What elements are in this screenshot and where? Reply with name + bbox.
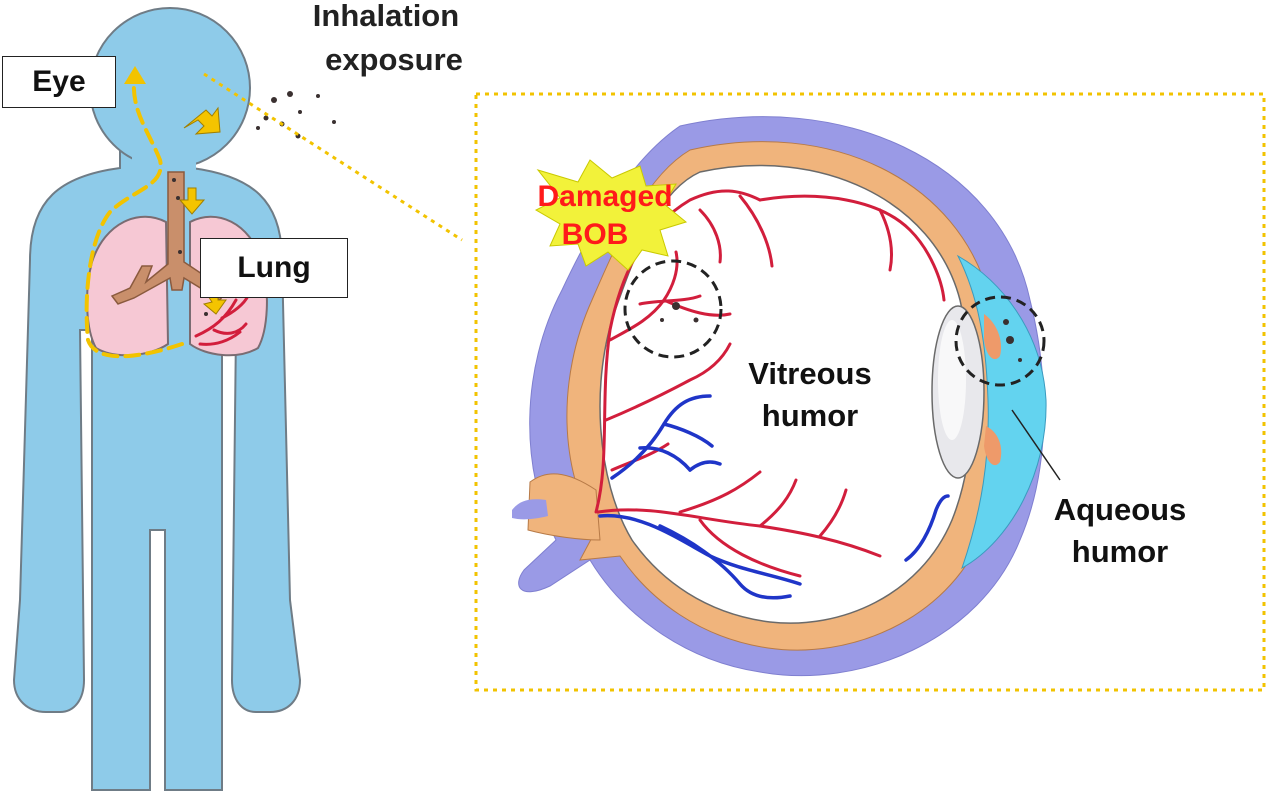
damaged-label-line1: Damaged [537, 180, 672, 213]
neck [132, 140, 196, 180]
particle-dots-eye [660, 302, 1022, 362]
arrow-icon [178, 106, 227, 315]
human-body-silhouette [12, 7, 302, 791]
damaged-label-line2: BOB [562, 218, 629, 251]
aqueous-label-line1: Aqueous [1054, 492, 1187, 527]
aqueous-pointer [1011, 409, 1061, 481]
circulation-pathway [84, 78, 184, 359]
aqueous-label-line2: humor [1072, 534, 1168, 569]
zoom-connector [203, 72, 463, 242]
inhalation-label-line1: Inhalation [313, 0, 459, 33]
damaged-region-circle [623, 259, 723, 359]
aqueous-region-circle [954, 295, 1046, 387]
vein-vessels [598, 394, 950, 600]
burst-icon [534, 159, 688, 271]
pathway-arrow-up-icon [124, 66, 146, 84]
artery-vessels [594, 189, 946, 578]
lung-label: Lung [200, 238, 348, 298]
eye-cross-section: Damaged BOB Vitreous humor Aqueous humor [512, 116, 1187, 677]
vitreous-label-line2: humor [762, 398, 858, 433]
aqueous-chamber [956, 254, 1047, 570]
eye-label: Eye [2, 56, 116, 108]
zoom-frame [474, 92, 1266, 692]
particle-dots [172, 91, 336, 316]
inhalation-label-line2: exposure [325, 42, 463, 77]
vitreous-label-line1: Vitreous [748, 356, 871, 391]
